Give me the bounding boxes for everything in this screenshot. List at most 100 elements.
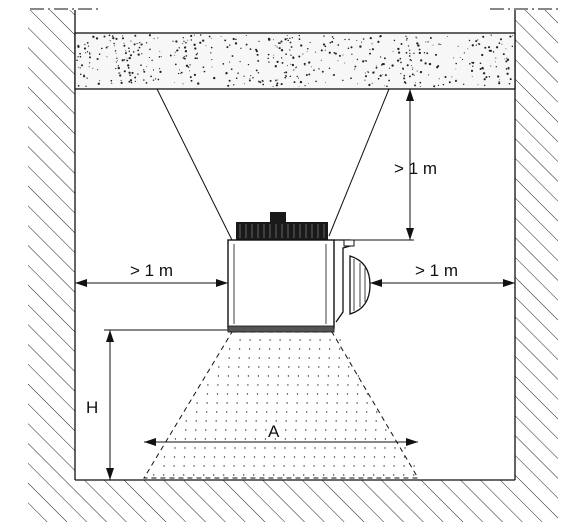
ceiling-speck [109, 40, 111, 42]
ceiling-speck [137, 73, 139, 75]
ceiling-speck [111, 82, 113, 84]
ceiling-speck [413, 52, 415, 54]
cone-dot [316, 411, 318, 413]
ceiling-speck [183, 56, 185, 58]
ceiling-speck [502, 53, 505, 56]
ceiling-speck [229, 61, 231, 63]
ceiling-speck [419, 86, 421, 87]
cone-dot [236, 393, 239, 395]
ceiling-speck [333, 37, 335, 40]
ceiling-speck [475, 40, 478, 43]
cone-dot [238, 366, 240, 368]
ceiling-speck [211, 66, 213, 68]
ceiling-speck [122, 35, 124, 37]
ceiling-speck [371, 48, 374, 51]
ceiling-speck [281, 61, 284, 64]
cone-dot [203, 474, 205, 476]
ceiling-speck [117, 66, 120, 70]
ceiling-speck [383, 57, 386, 60]
ceiling-speck [184, 50, 188, 53]
ceiling-speck [189, 70, 191, 72]
ceiling-speck [280, 57, 283, 59]
cone-dot [337, 375, 340, 377]
ceiling-speck [97, 82, 100, 85]
cone-dot [239, 339, 241, 341]
ceiling-speck [296, 75, 298, 78]
cone-dot [278, 348, 281, 350]
ceiling-speck [440, 43, 442, 45]
right-clearance-label: > 1 m [415, 261, 458, 280]
cone-dot [298, 348, 301, 350]
ceiling-speck [506, 57, 508, 59]
cone-dot [218, 366, 220, 368]
ceiling-speck [182, 37, 184, 39]
ceiling-speck [408, 55, 411, 57]
cone-dot [213, 456, 216, 458]
cone-dot [318, 366, 320, 368]
ceiling-speck [145, 42, 148, 44]
cone-dot [393, 456, 396, 458]
ceiling-speck [129, 54, 133, 57]
cone-dot [196, 411, 198, 413]
cone-dot [306, 411, 308, 413]
cone-dot [213, 474, 215, 476]
cone-dot [383, 456, 386, 458]
cone-dot [376, 411, 378, 413]
ceiling-speck [113, 45, 116, 47]
cone-dot [403, 465, 405, 467]
cone-dot [258, 348, 261, 350]
ceiling-speck [256, 53, 259, 56]
ceiling-speck [306, 50, 308, 52]
height-label: H [86, 398, 98, 417]
ceiling-speck [263, 80, 265, 82]
cone-dot [375, 420, 377, 422]
ceiling-speck [205, 45, 207, 47]
ceiling-speck [107, 45, 109, 48]
cone-dot [373, 474, 375, 476]
cone-dot [226, 411, 228, 413]
ceiling-speck [129, 74, 131, 77]
ceiling-speck [273, 54, 275, 56]
ceiling-speck [310, 66, 312, 68]
ceiling-speck [88, 56, 92, 59]
cone-dot [264, 447, 266, 449]
ceiling-speck [274, 45, 276, 47]
ceiling-speck [497, 75, 500, 78]
ceiling-speck [418, 51, 421, 55]
ceiling-speck [438, 78, 440, 80]
ceiling-speck [377, 40, 380, 43]
ceiling-speck [284, 76, 287, 79]
ceiling-speck [406, 64, 409, 67]
cone-dot [353, 474, 355, 476]
cone-dot [317, 375, 320, 377]
ceiling-speck [154, 78, 157, 80]
ceiling-speck [384, 74, 387, 77]
cone-dot [258, 357, 260, 359]
cone-dot [224, 438, 227, 440]
ceiling-speck [258, 80, 260, 83]
cone-dot [237, 375, 240, 377]
cone-dot [153, 474, 155, 476]
ceiling-speck [285, 74, 287, 77]
cone-dot [285, 420, 287, 422]
cone-dot [284, 438, 287, 440]
cone-dot [215, 429, 217, 431]
cone-dot [314, 447, 316, 449]
cone-dot [323, 474, 325, 476]
ceiling-speck [498, 80, 500, 83]
cone-dot [293, 456, 296, 458]
ceiling-speck [272, 39, 274, 41]
unit-top-knob [270, 212, 286, 223]
ceiling-speck [193, 43, 196, 46]
cone-dot [296, 411, 298, 413]
cone-dot [174, 447, 176, 449]
ceiling-speck [410, 60, 412, 62]
cone-dot [278, 357, 280, 359]
ceiling-speck [344, 38, 346, 41]
cone-dot [295, 429, 297, 431]
ceiling-speck [210, 37, 212, 39]
arrowhead [406, 89, 414, 101]
ceiling-speck [416, 42, 419, 45]
ceiling-speck [234, 42, 238, 45]
cone-dot [238, 357, 240, 359]
